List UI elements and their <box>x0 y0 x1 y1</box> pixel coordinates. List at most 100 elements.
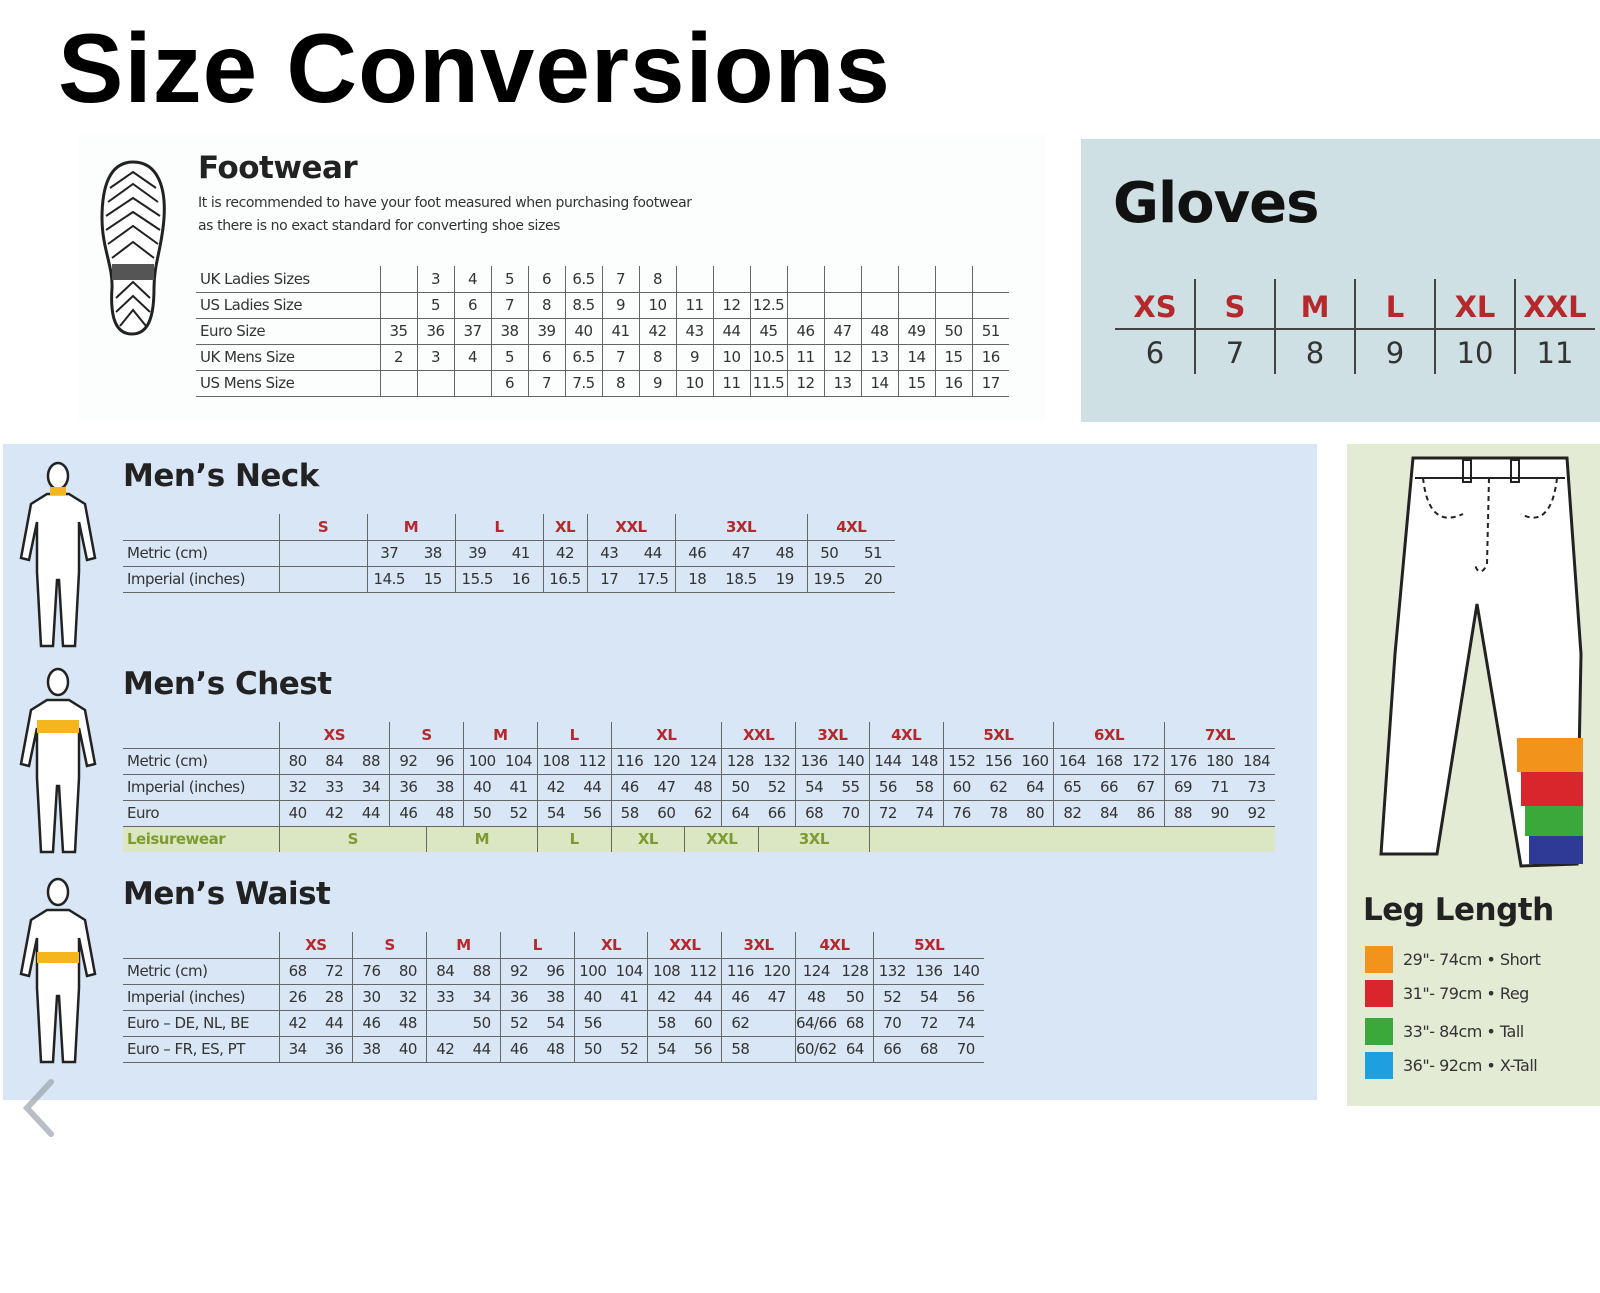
size-header-cell: L <box>454 514 543 541</box>
table-cell: 46 <box>352 1010 390 1037</box>
table-cell: 56 <box>573 1010 612 1037</box>
table-cell: 72 <box>910 1010 948 1037</box>
table-cell <box>860 292 898 319</box>
table-cell: 15.5 <box>454 566 499 593</box>
table-cell: 5 <box>490 266 528 293</box>
table-cell: 16 <box>934 370 972 397</box>
table-cell: 9 <box>638 370 676 397</box>
table-cell: 48 <box>794 984 837 1011</box>
table-cell: 104 <box>611 958 648 985</box>
table-cell: 152 <box>942 748 980 775</box>
legend-swatch <box>1365 980 1393 1007</box>
table-cell: 66 <box>873 1036 911 1063</box>
table-cell: 132 <box>873 958 911 985</box>
size-header-cell: L <box>536 722 612 749</box>
row-label: Euro <box>123 800 279 827</box>
table-cell: 68 <box>278 958 316 985</box>
table-cell: 69 <box>1163 774 1202 801</box>
size-header-cell: S <box>389 722 464 749</box>
table-cell: 92 <box>389 748 427 775</box>
table-cell: 60 <box>942 774 980 801</box>
leisurewear-cell: XL <box>610 826 685 852</box>
table-cell: 9 <box>601 292 639 319</box>
table-cell: 12 <box>823 344 861 371</box>
table-cell: 52 <box>758 774 796 801</box>
page-title: Size Conversions <box>58 13 891 123</box>
row-label-empty <box>123 722 279 749</box>
table-cell: 116 <box>721 958 759 985</box>
table-cell <box>897 266 935 293</box>
table-cell: 10.5 <box>749 344 787 371</box>
gloves-divider <box>1274 279 1276 374</box>
table-cell: 6 <box>527 266 565 293</box>
table-cell: 108 <box>647 958 685 985</box>
legend-item: 31"- 79cm • Reg <box>1365 980 1529 1007</box>
chevron-left-icon[interactable] <box>21 1078 57 1138</box>
table-cell: 42 <box>536 774 575 801</box>
table-cell: 54 <box>537 1010 575 1037</box>
table-cell: 15 <box>411 566 455 593</box>
table-cell: 46 <box>674 540 719 567</box>
table-cell: 17 <box>971 370 1009 397</box>
table-cell: 40 <box>389 1036 427 1063</box>
table-cell: 6 <box>453 292 491 319</box>
table-cell: 50 <box>573 1036 612 1063</box>
glove-size: L <box>1385 290 1405 324</box>
table-cell: 42 <box>278 1010 316 1037</box>
legend-label: 31"- 79cm • Reg <box>1403 984 1529 1003</box>
table-cell <box>416 370 454 397</box>
table-cell <box>426 1010 464 1037</box>
table-cell: 34 <box>352 774 390 801</box>
glove-value: 11 <box>1536 336 1574 370</box>
table-cell: 82 <box>1053 800 1091 827</box>
table-cell: 65 <box>1053 774 1091 801</box>
table-cell: 18 <box>674 566 719 593</box>
table-cell: 8 <box>638 266 676 293</box>
table-cell: 86 <box>1127 800 1165 827</box>
table-cell: 13 <box>860 344 898 371</box>
gloves-divider <box>1194 279 1196 374</box>
row-label: UK Ladies Sizes <box>196 266 380 293</box>
table-cell: 10 <box>675 370 713 397</box>
row-label: Metric (cm) <box>123 748 279 775</box>
table-cell: 140 <box>947 958 985 985</box>
table-cell: 36 <box>389 774 427 801</box>
table-cell <box>453 370 491 397</box>
glove-value: 8 <box>1305 336 1325 370</box>
table-cell: 80 <box>278 748 316 775</box>
table-cell: 48 <box>426 800 464 827</box>
leisurewear-cell: XXL <box>684 826 759 852</box>
table-cell: 40 <box>564 318 602 345</box>
table-cell: 33 <box>315 774 353 801</box>
table-cell: 7 <box>601 344 639 371</box>
row-label: Imperial (inches) <box>123 984 279 1011</box>
table-cell: 60/62 <box>794 1036 837 1063</box>
table-cell: 38 <box>426 774 464 801</box>
table-cell <box>971 292 1009 319</box>
table-cell: 8 <box>638 344 676 371</box>
table-cell: 64/66 <box>794 1010 837 1037</box>
footwear-note-line: It is recommended to have your foot meas… <box>198 195 692 211</box>
row-label: US Ladies Size <box>196 292 380 319</box>
table-cell: 68 <box>910 1036 948 1063</box>
table-cell: 7 <box>601 266 639 293</box>
chest-figure-icon <box>19 667 97 854</box>
table-cell: 124 <box>794 958 837 985</box>
leisurewear-cell: M <box>426 826 538 852</box>
leisurewear-cell: L <box>536 826 612 852</box>
table-cell: 16.5 <box>542 566 587 593</box>
table-cell: 46 <box>389 800 427 827</box>
row-label: Euro – FR, ES, PT <box>123 1036 279 1063</box>
legend-swatch <box>1365 1052 1393 1079</box>
table-cell <box>934 292 972 319</box>
table-cell: 148 <box>906 748 944 775</box>
neck-title: Men’s Neck <box>123 458 319 494</box>
legend-item: 36"- 92cm • X-Tall <box>1365 1052 1538 1079</box>
